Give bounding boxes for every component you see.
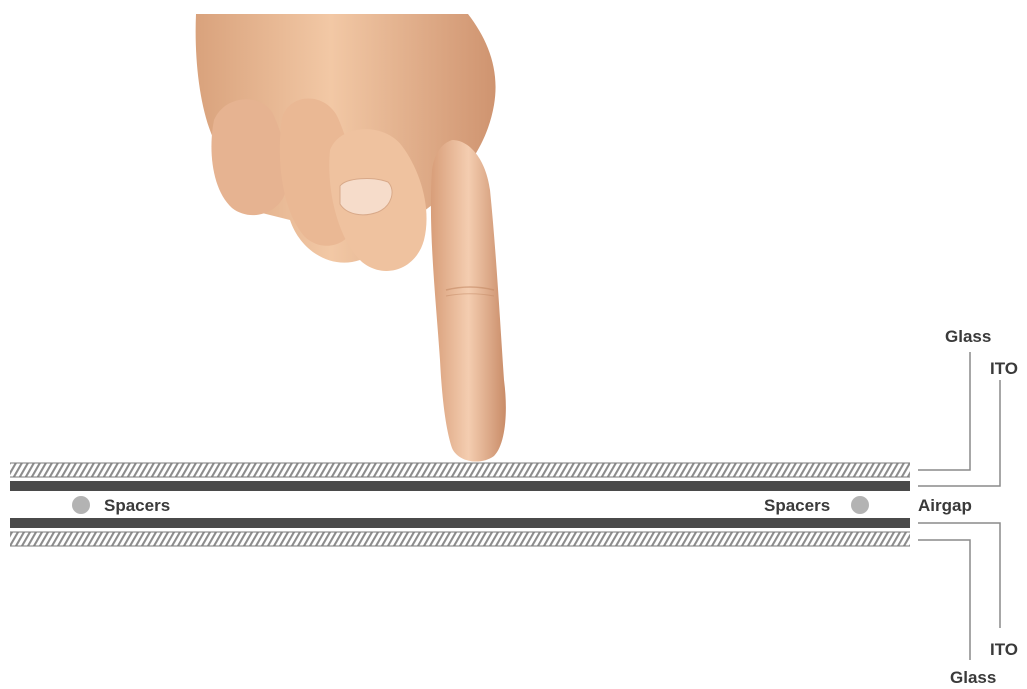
label-ito-bottom: ITO bbox=[990, 640, 1018, 659]
spacer-left bbox=[72, 496, 90, 514]
pointing-finger-icon bbox=[196, 14, 506, 462]
ito-top-layer bbox=[10, 481, 910, 491]
label-spacers-right: Spacers bbox=[764, 496, 830, 515]
label-glass-bottom: Glass bbox=[950, 668, 996, 687]
label-spacers-left: Spacers bbox=[104, 496, 170, 515]
glass-top-layer bbox=[10, 463, 910, 477]
label-ito-top: ITO bbox=[990, 359, 1018, 378]
label-glass-top: Glass bbox=[945, 327, 991, 346]
ito-bottom-layer bbox=[10, 518, 910, 528]
glass-bottom-layer bbox=[10, 532, 910, 546]
spacer-right bbox=[851, 496, 869, 514]
label-airgap: Airgap bbox=[918, 496, 972, 515]
